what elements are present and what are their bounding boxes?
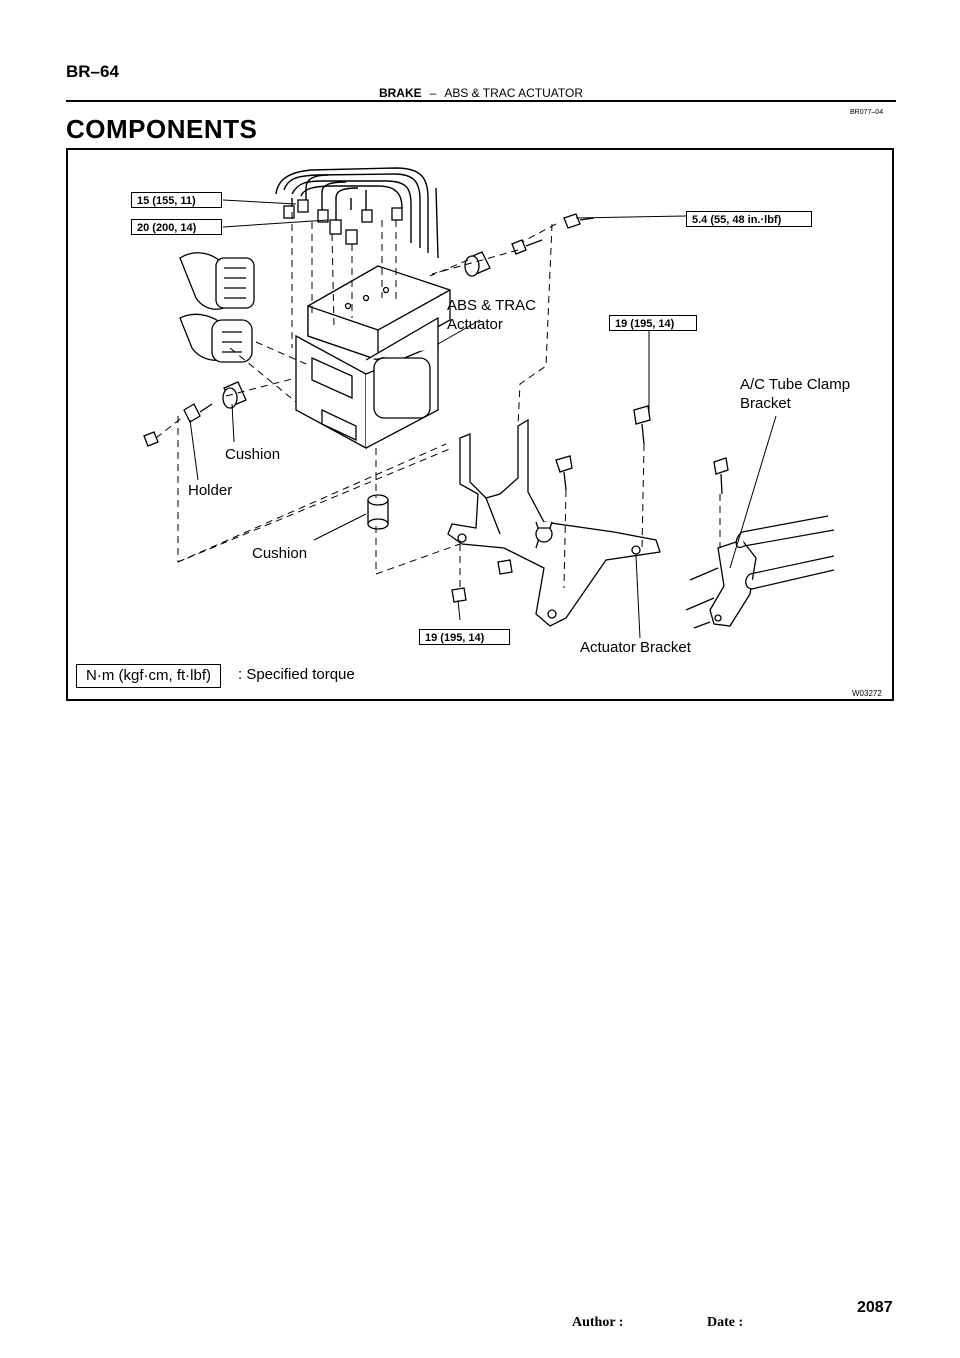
cushions xyxy=(222,251,491,530)
torque-spec-19-upper: 19 (195, 14) xyxy=(609,315,697,331)
wire-connectors xyxy=(179,252,255,363)
components-diagram xyxy=(143,167,835,639)
alignment-lines xyxy=(155,212,721,590)
abs-trac-actuator xyxy=(295,265,451,450)
figure-frame xyxy=(66,148,894,701)
torque-spec-5-4: 5.4 (55, 48 in.·lbf) xyxy=(686,211,812,227)
footer-date: Date : xyxy=(707,1315,744,1330)
torque-unit-legend: N·m (kgf·cm, ft·lbf) xyxy=(76,664,221,688)
label-cushion-lower: Cushion xyxy=(252,545,308,562)
figure-code: W03272 xyxy=(852,689,882,698)
label-clamp-bracket: A/C Tube Clamp Bracket xyxy=(740,375,850,413)
footer-author: Author : xyxy=(572,1315,624,1330)
header-rule xyxy=(66,100,896,102)
label-actuator: ABS & TRAC Actuator xyxy=(447,296,536,334)
torque-legend-text: : Specified torque xyxy=(238,666,355,683)
label-actuator-line1: ABS & TRAC xyxy=(447,297,536,314)
torque-spec-15: 15 (155, 11) xyxy=(131,192,222,208)
label-clamp-line1: A/C Tube Clamp xyxy=(740,376,851,393)
label-cushion-upper: Cushion xyxy=(225,446,281,463)
page-title: COMPONENTS xyxy=(66,114,258,144)
ac-tube-clamp-bracket xyxy=(685,515,835,629)
section-heading: BRAKE–ABS & TRAC ACTUATOR xyxy=(66,86,896,100)
leader-lines xyxy=(189,199,777,639)
torque-spec-19-lower: 19 (195, 14) xyxy=(419,629,510,645)
section-subject: ABS & TRAC ACTUATOR xyxy=(444,86,584,100)
actuator-bracket xyxy=(447,418,661,627)
label-actuator-line2: Actuator xyxy=(447,316,503,333)
label-actuator-bracket: Actuator Bracket xyxy=(580,639,691,656)
union-bolt xyxy=(563,213,595,229)
label-holder: Holder xyxy=(188,482,233,499)
section-name: BRAKE xyxy=(378,86,422,100)
torque-spec-20: 20 (200, 14) xyxy=(131,219,222,235)
page-id: BR–64 xyxy=(66,62,119,81)
page-number: 2087 xyxy=(857,1299,893,1316)
section-separator: – xyxy=(429,86,437,100)
label-clamp-line2: Bracket xyxy=(740,395,791,412)
bracket-bolts xyxy=(451,405,729,603)
doc-code: BR077–04 xyxy=(850,109,884,116)
